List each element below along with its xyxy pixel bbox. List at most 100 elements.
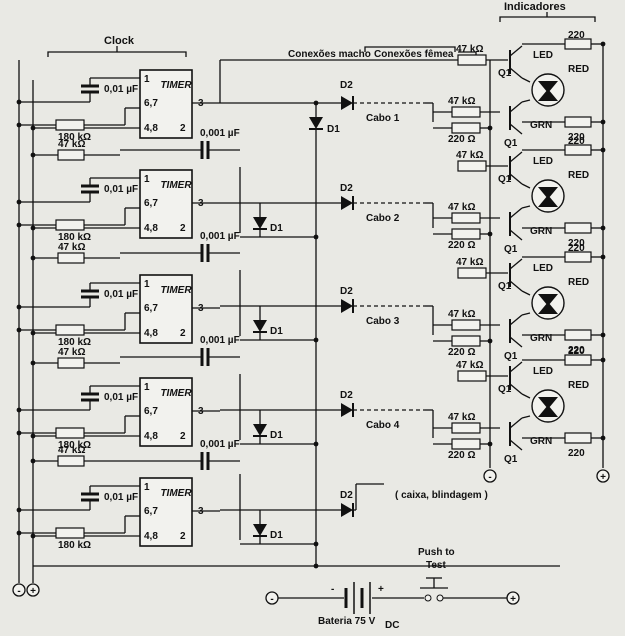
timer-pin3: 3 <box>198 406 204 417</box>
resistor-220ohm-value: 220 Ω <box>448 134 475 145</box>
battery <box>344 582 371 614</box>
junction-dot <box>30 458 36 464</box>
resistor-220-top <box>564 251 592 263</box>
coupling-capacitor-value: 0,001 µF <box>200 231 240 242</box>
led-label: LED <box>533 366 553 377</box>
timer-pin2: 2 <box>180 123 186 134</box>
led-grn-diode <box>538 405 558 417</box>
led-label: LED <box>533 50 553 61</box>
collector <box>509 101 523 113</box>
timer-pin3: 3 <box>198 198 204 209</box>
resistor-220ohm-value: 220 Ω <box>448 450 475 461</box>
push-to-test-label-2: Test <box>426 560 446 571</box>
diode-d1-label: D1 <box>270 326 283 337</box>
collector <box>509 151 523 163</box>
emitter <box>509 439 523 451</box>
timer-label: TIMER <box>160 488 192 499</box>
resistor-47k-clock-1 <box>57 149 85 161</box>
led-wire <box>521 183 531 189</box>
diode-d2-5 <box>341 503 354 517</box>
timer-pin2: 2 <box>180 431 186 442</box>
battery-negative-terminal <box>265 591 279 605</box>
battery-plus-sign: + <box>378 584 384 595</box>
timer-pin1: 1 <box>144 482 150 493</box>
timer-pin1: 1 <box>144 174 150 185</box>
timer-pin48: 4,8 <box>144 328 158 339</box>
resistor-47k-clock-4 <box>57 455 85 467</box>
timer-pin48: 4,8 <box>144 531 158 542</box>
led-red-diode <box>538 294 558 306</box>
resistor-180k-value: 180 kΩ <box>58 132 91 143</box>
led-grn-diode <box>538 195 558 207</box>
led-grn-diode <box>538 89 558 101</box>
transistor-q1-label: Q1 <box>498 174 512 185</box>
collector <box>509 361 523 373</box>
junction-dot <box>16 327 22 333</box>
resistor-47k-top <box>457 160 487 172</box>
diode-body <box>253 217 267 229</box>
led-wire <box>521 205 531 209</box>
emitter <box>509 67 523 79</box>
timer-pin3: 3 <box>198 98 204 109</box>
diode-d1-4 <box>253 424 267 437</box>
resistor-220-top-value: 220 <box>568 136 585 147</box>
resistor-220ohm <box>451 335 481 347</box>
junction-dot <box>313 337 319 343</box>
resistor-47k-top-value: 47 kΩ <box>456 150 483 161</box>
timer-pin48: 4,8 <box>144 431 158 442</box>
resistor-180k-4 <box>55 427 85 439</box>
collector <box>509 258 523 270</box>
junction-dot <box>30 225 36 231</box>
led-wire <box>521 415 531 419</box>
diode-d1-5 <box>253 524 267 537</box>
resistor-47k-top <box>457 54 487 66</box>
junction-dot <box>313 234 319 240</box>
diode-d2-label: D2 <box>340 490 353 501</box>
timer-pin1: 1 <box>144 74 150 85</box>
led-grn-label: GRN <box>530 226 552 237</box>
led-red-label: RED <box>568 170 589 181</box>
resistor-47k-led-value: 47 kΩ <box>448 96 475 107</box>
clock-capacitor-value: 0,01 µF <box>104 289 138 300</box>
diode-body <box>341 503 353 517</box>
resistor-47k-led-value: 47 kΩ <box>448 412 475 423</box>
connector-male-label: Conexões macho <box>288 49 371 60</box>
resistor-220-top <box>564 38 592 50</box>
diode-d1-2 <box>253 217 267 230</box>
indicators-brace <box>499 16 596 22</box>
led-grn-diode <box>538 302 558 314</box>
resistor-220ohm <box>451 122 481 134</box>
diode-d2-4 <box>341 403 354 417</box>
clock-capacitor-value: 0,01 µF <box>104 184 138 195</box>
junction-dot <box>16 199 22 205</box>
coupling-capacitor-2 <box>200 244 210 262</box>
clock-negative-terminal-sign: - <box>17 586 20 597</box>
collector <box>509 314 523 326</box>
emitter <box>509 280 523 292</box>
resistor-47k-top-value: 47 kΩ <box>456 257 483 268</box>
led-grn-label: GRN <box>530 120 552 131</box>
resistor-47k-top <box>457 370 487 382</box>
transistor-q1-bottom <box>509 101 523 135</box>
coupling-capacitor-3 <box>200 348 210 366</box>
coupling-capacitor-value: 0,001 µF <box>200 128 240 139</box>
junction-dot <box>30 152 36 158</box>
diode-body <box>341 403 353 417</box>
led-red-label: RED <box>568 380 589 391</box>
transistor-q1-label: Q1 <box>504 138 518 149</box>
clock-capacitor-value: 0,01 µF <box>104 84 138 95</box>
clock-capacitor-1 <box>81 84 99 94</box>
junction-dot <box>313 563 319 569</box>
timer-pin67: 6,7 <box>144 506 158 517</box>
led-negative-terminal <box>483 469 497 483</box>
resistor-180k-value: 180 kΩ <box>58 540 91 551</box>
resistor-220ohm-value: 220 Ω <box>448 240 475 251</box>
led-grn-label: GRN <box>530 436 552 447</box>
led-wire <box>521 290 531 296</box>
transistor-q1-label: Q1 <box>498 281 512 292</box>
resistor-47k-clock-2 <box>57 252 85 264</box>
transistor-q1-bottom <box>509 207 523 241</box>
led-negative-terminal-sign: - <box>488 472 491 483</box>
shield-label: ( caixa, blindagem ) <box>395 490 488 501</box>
clock-capacitor-5 <box>81 492 99 502</box>
